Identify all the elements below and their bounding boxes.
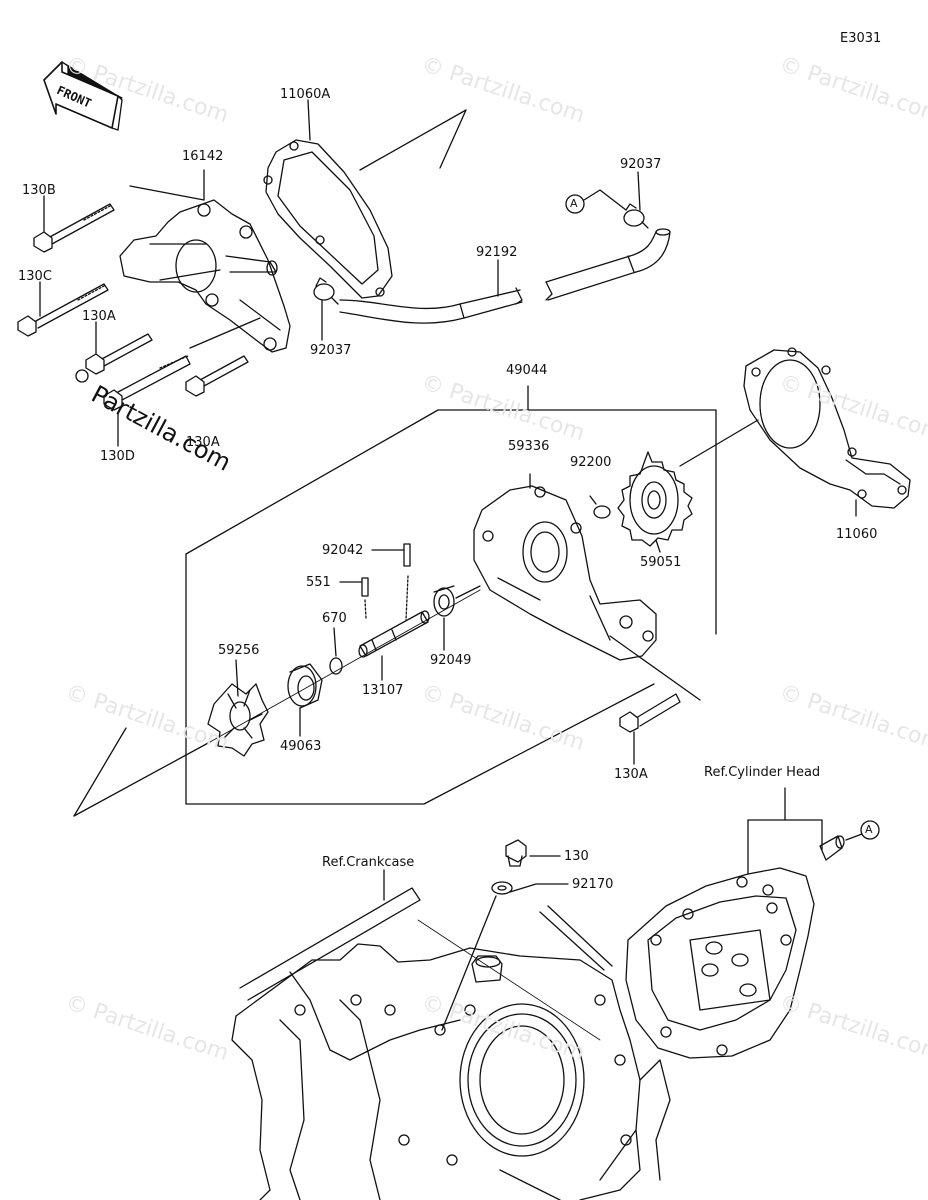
assembly-bracket-49044 [185, 385, 717, 805]
part-label[interactable]: 59256 [218, 643, 260, 658]
part-label[interactable]: 130A [614, 767, 648, 782]
marker-a-lower-label: A [865, 823, 873, 836]
part-label[interactable]: 92200 [570, 455, 612, 470]
part-label[interactable]: 130A [82, 309, 116, 324]
gasket-11060a [263, 139, 393, 299]
seal-92049 [433, 585, 481, 651]
marker-a-lower [860, 820, 880, 840]
cylinder-head [625, 787, 823, 1059]
water-pump-cover-16142 [119, 199, 291, 353]
ref-crankcase-label[interactable]: Ref.Crankcase [322, 855, 415, 870]
housing-59336 [473, 473, 657, 661]
part-label[interactable]: 11060A [280, 87, 331, 102]
shaft-13107 [358, 610, 430, 681]
washer-92200 [589, 495, 611, 519]
part-label[interactable]: 92192 [476, 245, 518, 260]
diagram-code: E3031 [840, 31, 882, 46]
part-label[interactable]: 11060 [836, 527, 878, 542]
ref-cylinder-head-label[interactable]: Ref.Cylinder Head [704, 765, 821, 780]
part-label[interactable]: 16142 [182, 149, 224, 164]
part-label[interactable]: 49063 [280, 739, 322, 754]
pin-551 [339, 577, 369, 597]
gear-59051 [617, 451, 693, 553]
part-label[interactable]: 130 [564, 849, 589, 864]
part-label[interactable]: 130A [186, 435, 220, 450]
part-label[interactable]: 59336 [508, 439, 550, 454]
ring-670 [329, 627, 343, 675]
washer-92170 [441, 881, 569, 1031]
part-label[interactable]: 92037 [620, 157, 662, 172]
seal-49063 [287, 663, 323, 737]
marker-a-upper-label: A [570, 197, 578, 210]
fitting-a [819, 833, 863, 861]
part-label[interactable]: 130C [18, 269, 52, 284]
part-label[interactable]: 130B [22, 183, 56, 198]
clamp-92037-upper [623, 203, 649, 229]
part-label[interactable]: 551 [306, 575, 331, 590]
washer [75, 369, 89, 383]
bolt-130d [103, 355, 191, 411]
crankcase [231, 869, 671, 1200]
marker-a-upper [565, 194, 585, 214]
bolt-130a-upper [85, 333, 153, 375]
bolt-130b [33, 203, 115, 253]
bolt-130a-lower [185, 355, 249, 397]
gasket-11060 [743, 347, 911, 517]
hose-92192 [339, 228, 671, 324]
bolt-130c [17, 283, 109, 337]
front-arrow-icon [43, 61, 123, 131]
part-label[interactable]: 59051 [640, 555, 682, 570]
part-label[interactable]: 13107 [362, 683, 404, 698]
bolt-130 [505, 839, 561, 867]
part-label[interactable]: 130D [100, 449, 135, 464]
part-label[interactable]: 49044 [506, 363, 548, 378]
part-label[interactable]: 92170 [572, 877, 614, 892]
part-label[interactable]: 670 [322, 611, 347, 626]
part-label[interactable]: 92042 [322, 543, 364, 558]
clamp-92037-lower [313, 277, 339, 305]
part-label[interactable]: 92037 [310, 343, 352, 358]
part-label[interactable]: 92049 [430, 653, 472, 668]
pin-92042 [371, 543, 411, 567]
bolt-130a-right [619, 693, 681, 765]
